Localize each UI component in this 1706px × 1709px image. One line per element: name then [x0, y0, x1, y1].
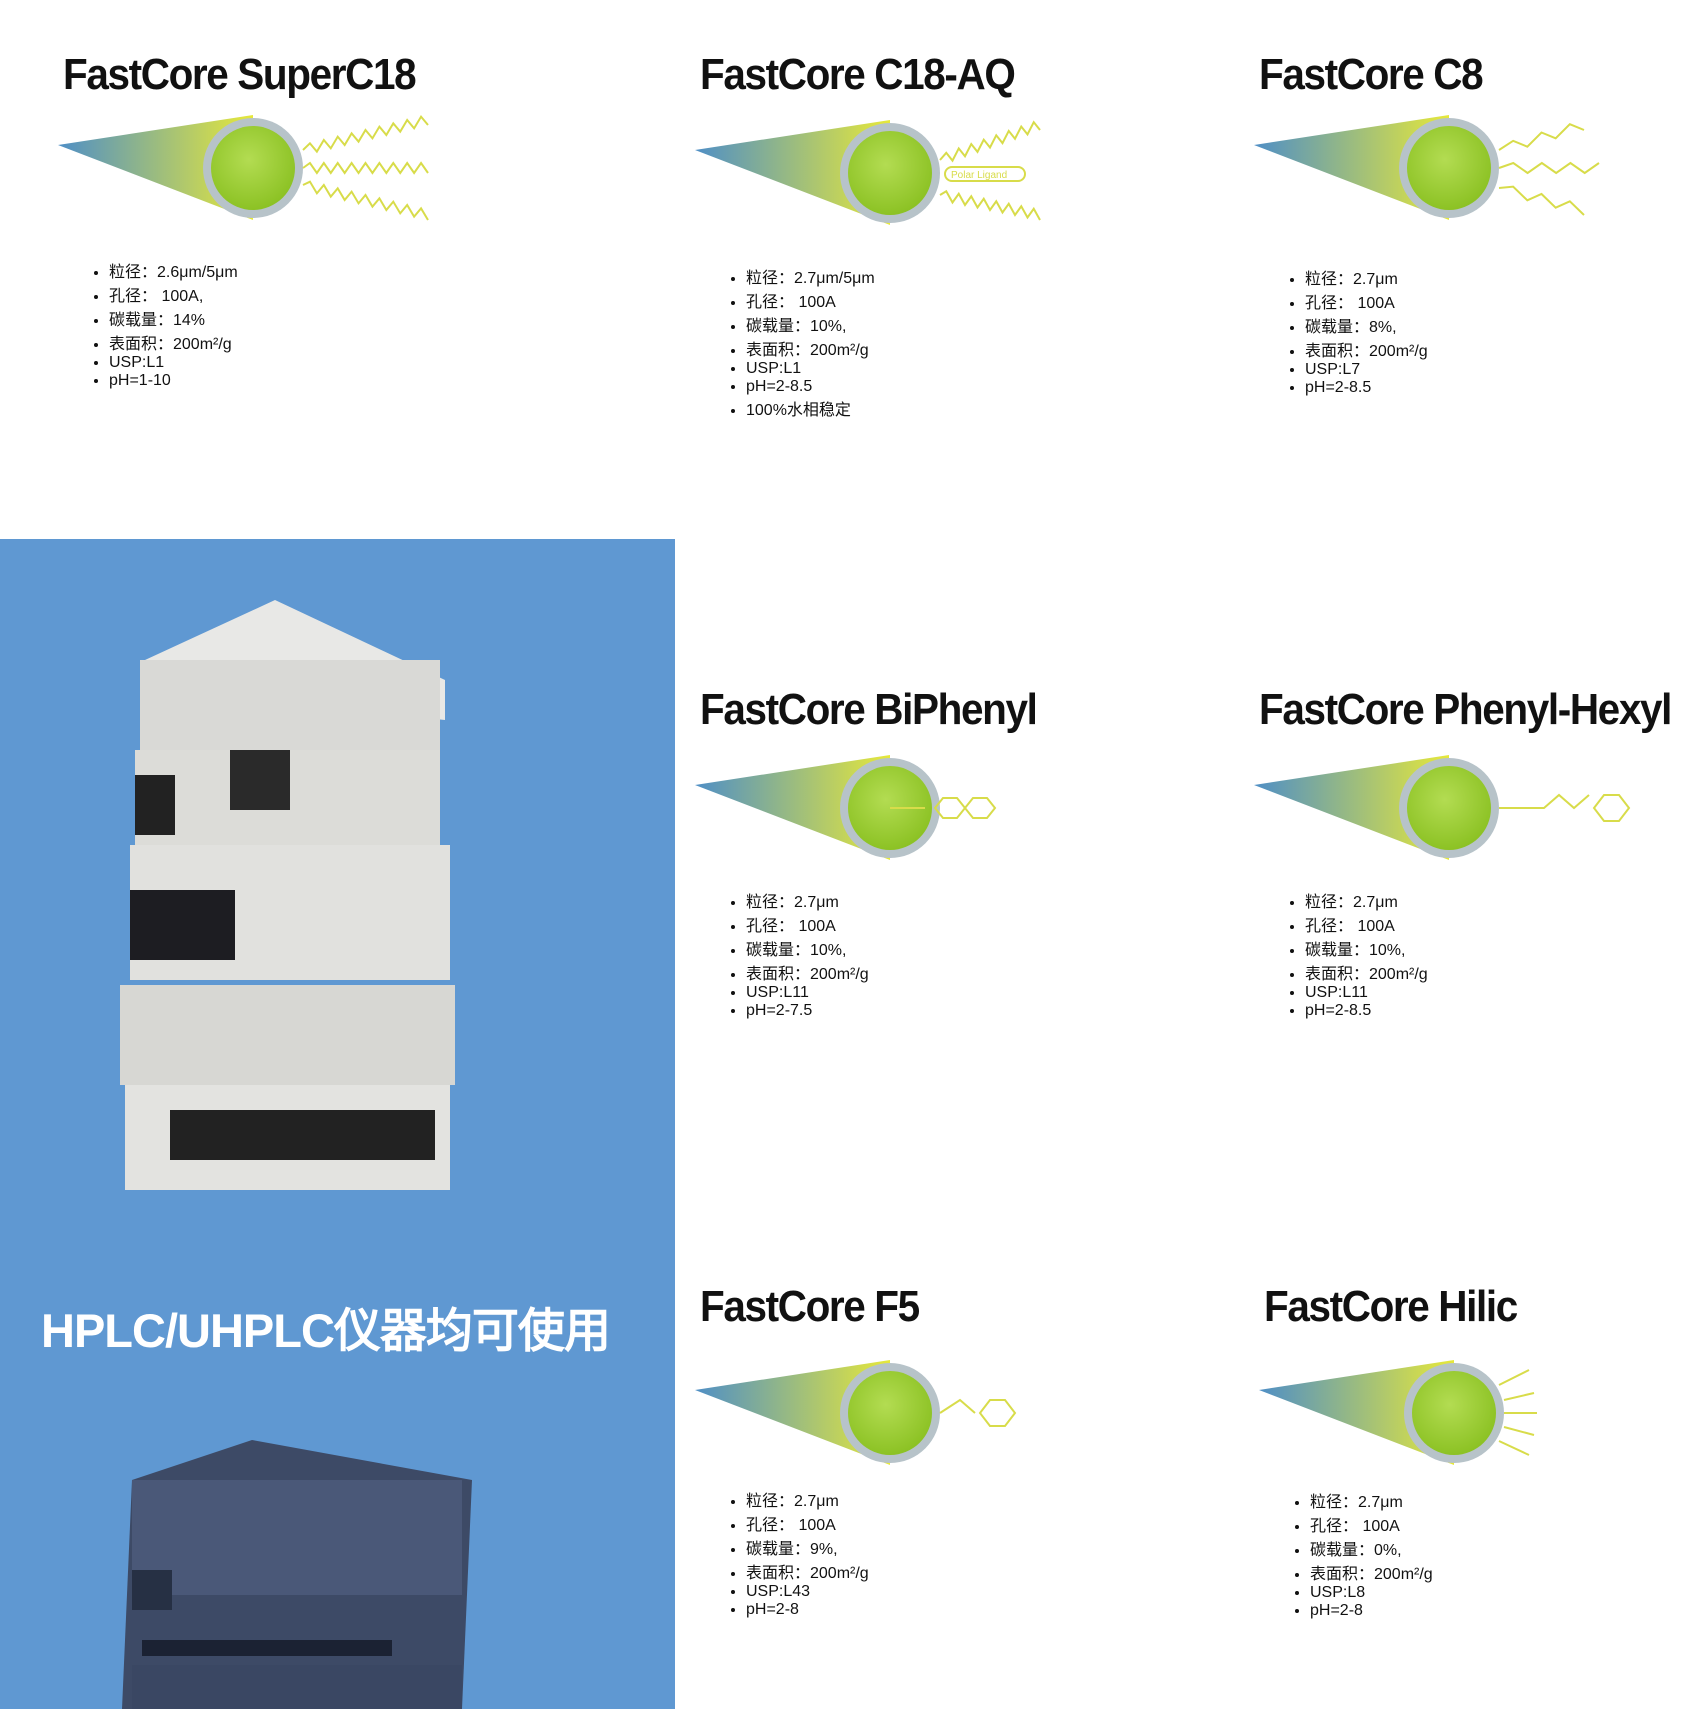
spec-item: 100%水相稳定: [746, 396, 875, 420]
spec-item: 粒径：2.7μm: [1310, 1488, 1433, 1512]
spec-item: USP:L43: [746, 1583, 869, 1601]
product-card: FastCore BiPhenyl: [700, 685, 1066, 735]
product-title: FastCore C18-AQ: [700, 50, 1016, 99]
particle-diagram: [1259, 1360, 1537, 1465]
product-card: FastCore Phenyl-Hexyl: [1259, 685, 1706, 735]
spec-item: 碳载量：0%,: [1310, 1536, 1433, 1560]
spec-list: 粒径：2.7μm孔径： 100A碳载量：10%,表面积：200m²/gUSP:L…: [706, 888, 869, 1020]
spec-item: USP:L1: [746, 360, 875, 378]
spec-item: 粒径：2.7μm: [746, 888, 869, 912]
spec-item: 碳载量：10%,: [746, 936, 869, 960]
ligand-structure: [890, 797, 997, 819]
spec-item: 碳载量：10%,: [1305, 936, 1428, 960]
cone: [58, 115, 253, 220]
spec-item: 碳载量：8%,: [1305, 313, 1428, 337]
spec-item: 粒径：2.7μm/5μm: [746, 264, 875, 288]
product-title: FastCore SuperC18: [63, 50, 417, 99]
spec-item: 孔径： 100A: [746, 288, 875, 312]
spec-item: 表面积：200m²/g: [746, 960, 869, 984]
spec-item: pH=2-7.5: [746, 1002, 869, 1020]
spec-item: 孔径： 100A: [746, 1511, 869, 1535]
particle-diagram: [695, 1360, 1017, 1465]
spec-item: USP:L7: [1305, 361, 1428, 379]
particle-diagram: [1254, 755, 1631, 860]
spec-item: 表面积：200m²/g: [746, 336, 875, 360]
spec-item: pH=2-8: [746, 1601, 869, 1619]
spec-item: pH=2-8.5: [1305, 379, 1428, 397]
core-sphere: [848, 131, 932, 215]
ligand-structure: [1498, 122, 1600, 216]
ligand-structure: Polar Ligand: [939, 120, 1041, 221]
ligand-structure: [1498, 1369, 1537, 1456]
spec-item: 粒径：2.7μm: [746, 1487, 869, 1511]
core-sphere: [1407, 766, 1491, 850]
alkyl-chain: [302, 114, 429, 154]
spec-item: 碳载量：14%: [109, 306, 238, 330]
spec-item: pH=1-10: [109, 372, 238, 390]
svg-text:Polar Ligand: Polar Ligand: [951, 170, 1007, 181]
compatibility-text: HPLC/UHPLC仪器均可使用: [41, 1304, 611, 1357]
spec-item: 碳载量：9%,: [746, 1535, 869, 1559]
product-card: FastCore SuperC18: [63, 50, 446, 100]
spec-item: pH=2-8.5: [1305, 1002, 1428, 1020]
spec-item: 表面积：200m²/g: [1305, 337, 1428, 361]
spec-item: pH=2-8: [1310, 1602, 1433, 1620]
spec-item: 表面积：200m²/g: [1305, 960, 1428, 984]
product-card: FastCore Hilic: [1264, 1282, 1539, 1332]
cone: [1254, 115, 1449, 220]
product-title: FastCore BiPhenyl: [700, 685, 1038, 734]
particle-diagram: Polar Ligand: [695, 120, 1041, 225]
spec-list: 粒径：2.7μm/5μm孔径： 100A碳载量：10%,表面积：200m²/gU…: [706, 264, 875, 420]
spec-item: 粒径：2.7μm: [1305, 888, 1428, 912]
uhplc-instrument-image: [122, 1440, 472, 1709]
spec-item: 粒径：2.7μm: [1305, 265, 1428, 289]
product-title: FastCore Phenyl-Hexyl: [1259, 685, 1672, 734]
core-sphere: [1412, 1371, 1496, 1455]
core-sphere: [1407, 126, 1491, 210]
spec-item: USP:L11: [1305, 984, 1428, 1002]
spec-item: 表面积：200m²/g: [109, 330, 238, 354]
particle-diagram: [695, 755, 997, 860]
product-card: FastCore C8: [1259, 50, 1502, 100]
spec-item: pH=2-8.5: [746, 378, 875, 396]
spec-item: 孔径： 100A: [1305, 289, 1428, 313]
core-sphere: [211, 126, 295, 210]
cone: [1254, 755, 1449, 860]
spec-item: USP:L8: [1310, 1584, 1433, 1602]
cone: [695, 1360, 890, 1465]
spec-item: USP:L1: [109, 354, 238, 372]
spec-item: 孔径： 100A: [746, 912, 869, 936]
cone: [695, 120, 890, 225]
ligand-structure: [302, 114, 429, 221]
spec-item: 粒径：2.6μm/5μm: [109, 258, 238, 282]
product-card: FastCore F5: [700, 1282, 938, 1332]
spec-item: 表面积：200m²/g: [746, 1559, 869, 1583]
spec-item: 孔径： 100A,: [109, 282, 238, 306]
product-card: FastCore C18-AQ: [700, 50, 1042, 100]
cone: [1259, 1360, 1454, 1465]
spec-list: 粒径：2.7μm孔径： 100A碳载量：10%,表面积：200m²/gUSP:L…: [1265, 888, 1428, 1020]
spec-item: 碳载量：10%,: [746, 312, 875, 336]
core-sphere: [848, 1371, 932, 1455]
hplc-instrument-image: [120, 600, 455, 1190]
spec-list: 粒径：2.7μm孔径： 100A碳载量：9%,表面积：200m²/gUSP:L4…: [706, 1487, 869, 1619]
product-title: FastCore Hilic: [1264, 1282, 1518, 1331]
product-title: FastCore F5: [700, 1282, 920, 1331]
spec-item: USP:L11: [746, 984, 869, 1002]
ligand-structure: [1499, 793, 1631, 822]
spec-item: 表面积：200m²/g: [1310, 1560, 1433, 1584]
particle-diagram: [1254, 115, 1600, 220]
spec-item: 孔径： 100A: [1305, 912, 1428, 936]
particle-diagram: [58, 114, 429, 221]
spec-list: 粒径：2.7μm孔径： 100A碳载量：0%,表面积：200m²/gUSP:L8…: [1270, 1488, 1433, 1620]
cone: [695, 755, 890, 860]
spec-item: 孔径： 100A: [1310, 1512, 1433, 1536]
spec-list: 粒径：2.6μm/5μm孔径： 100A,碳载量：14%表面积：200m²/gU…: [69, 258, 238, 390]
spec-list: 粒径：2.7μm孔径： 100A碳载量：8%,表面积：200m²/gUSP:L7…: [1265, 265, 1428, 397]
ligand-structure: [939, 1398, 1017, 1427]
product-title: FastCore C8: [1259, 50, 1484, 99]
